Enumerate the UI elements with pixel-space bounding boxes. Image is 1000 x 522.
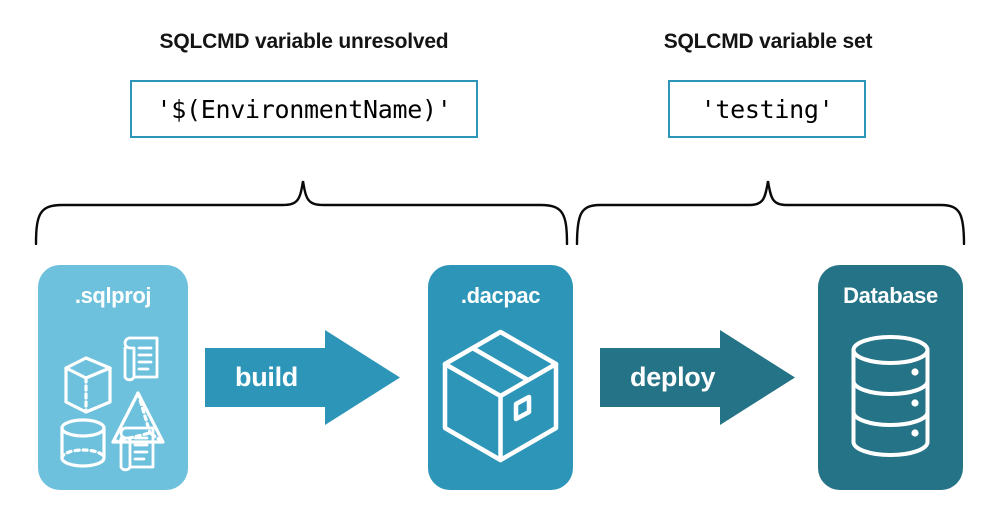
- code-box-set-variable: 'testing': [668, 80, 866, 138]
- arrow-build-icon: [205, 330, 400, 425]
- stage-label-database: Database: [843, 283, 938, 308]
- stage-card-database[interactable]: Database: [818, 265, 963, 490]
- stage-card-dacpac[interactable]: .dacpac: [428, 265, 573, 490]
- database-cylinder-icon: [851, 335, 930, 457]
- stage-card-sqlproj[interactable]: .sqlproj: [38, 265, 188, 490]
- script-scroll-bottom-icon: [119, 426, 155, 472]
- arrow-deploy: deploy: [600, 330, 795, 425]
- project-artifacts-icon: [60, 336, 165, 472]
- code-box-unresolved-variable: '$(EnvironmentName)': [130, 80, 478, 138]
- arrow-build: build: [205, 330, 400, 425]
- section-title-right: SQLCMD variable set: [663, 30, 873, 53]
- arrow-deploy-icon: [600, 330, 795, 425]
- arrow-build-label: build: [235, 362, 298, 392]
- stage-label-sqlproj: .sqlproj: [74, 283, 152, 308]
- section-title-left: SQLCMD variable unresolved: [159, 30, 449, 53]
- package-box-icon: [442, 329, 559, 463]
- brace-group: [34, 180, 966, 245]
- script-scroll-top-icon: [123, 336, 159, 382]
- stage-label-dacpac: .dacpac: [460, 283, 541, 308]
- brace-left-icon: [34, 180, 569, 245]
- arrow-deploy-label: deploy: [630, 362, 716, 392]
- brace-right-icon: [575, 180, 966, 245]
